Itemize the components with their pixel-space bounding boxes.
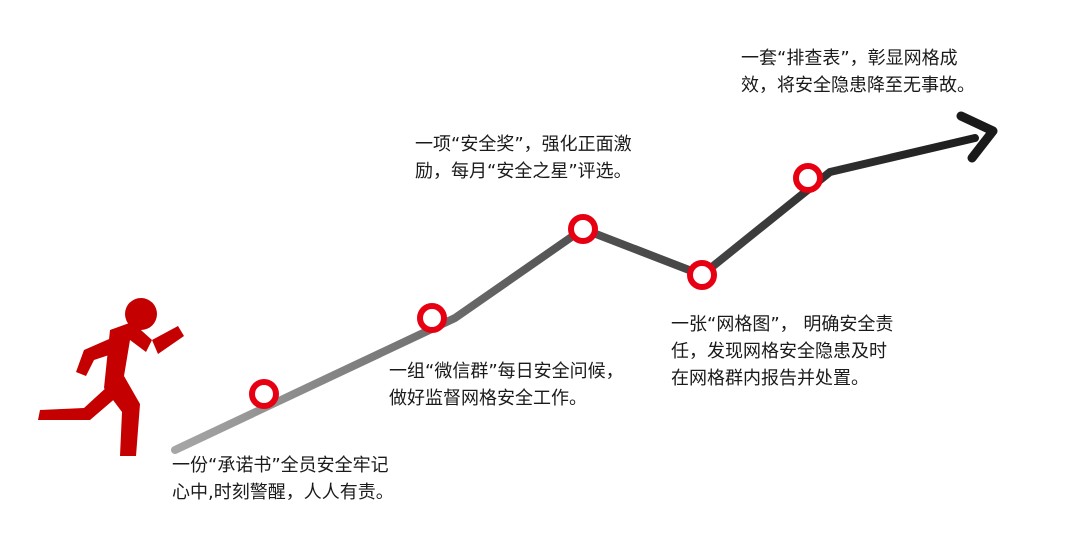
step-caption-3-line-2: 励，每月“安全之星”评选。 — [415, 161, 632, 182]
step-caption-3-line-1: 一项“安全奖”，强化正面激 — [415, 134, 632, 155]
running-person-icon — [38, 298, 184, 456]
step-caption-5: 一套“排查表”，彰显网格成 效，将安全隐患降至无事故。 — [741, 45, 975, 99]
step-marker-3 — [568, 214, 598, 244]
step-caption-1-line-2: 心中,时刻警醒，人人有责。 — [172, 482, 394, 503]
step-caption-5-line-1: 一套“排查表”，彰显网格成 — [741, 48, 958, 69]
step-caption-4: 一张“网格图”， 明确安全责 任，发现网格安全隐患及时 在网格群内报告并处置。 — [671, 311, 893, 392]
step-marker-1 — [249, 379, 279, 409]
step-caption-4-line-2: 任，发现网格安全隐患及时 — [671, 341, 887, 362]
step-caption-2: 一组“微信群”每日安全问候， 做好监督网格安全工作。 — [389, 358, 624, 412]
step-caption-2-line-1: 一组“微信群”每日安全问候， — [389, 361, 624, 382]
step-caption-2-line-2: 做好监督网格安全工作。 — [389, 388, 587, 409]
step-marker-5 — [793, 163, 823, 193]
step-caption-4-line-1: 一张“网格图”， 明确安全责 — [671, 314, 894, 335]
step-marker-4 — [687, 260, 717, 290]
step-caption-1-line-1: 一份“承诺书”全员安全牢记 — [172, 455, 389, 476]
progress-path — [171, 134, 979, 454]
step-caption-5-line-2: 效，将安全隐患降至无事故。 — [741, 75, 975, 96]
step-caption-3: 一项“安全奖”，强化正面激 励，每月“安全之星”评选。 — [415, 131, 632, 185]
step-caption-1: 一份“承诺书”全员安全牢记 心中,时刻警醒，人人有责。 — [172, 452, 394, 506]
step-caption-4-line-3: 在网格群内报告并处置。 — [671, 368, 869, 389]
step-marker-2 — [417, 303, 447, 333]
arrow-head-icon — [956, 111, 998, 163]
